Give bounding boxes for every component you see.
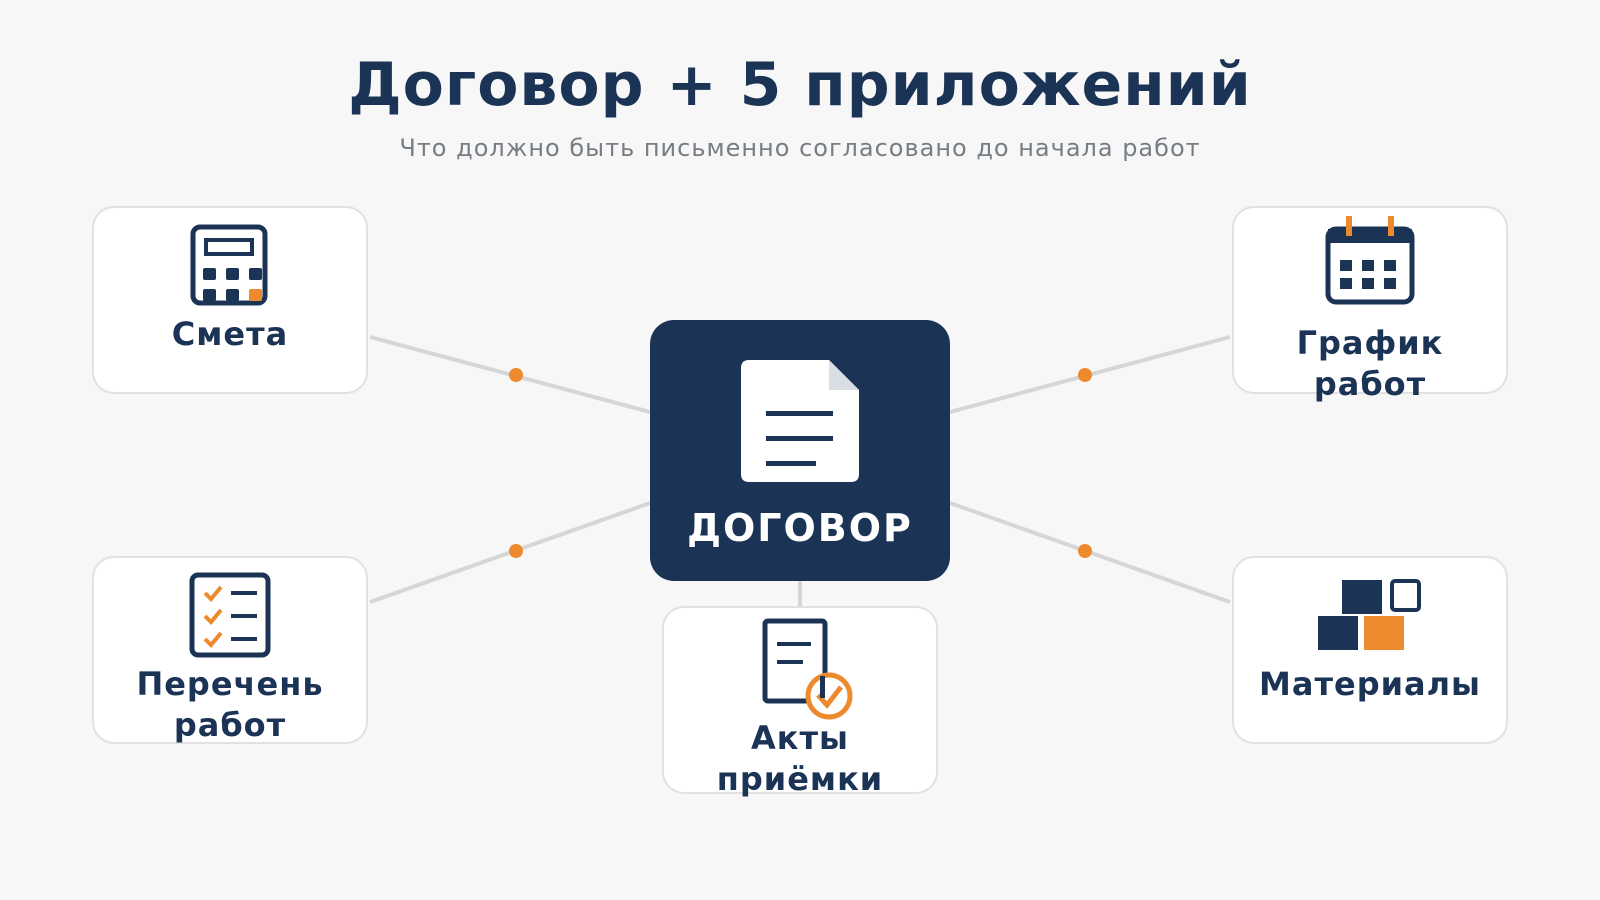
card-label: Акты приёмки — [716, 719, 884, 798]
checklist-icon — [189, 572, 271, 658]
card-materialy: Материалы — [1232, 556, 1508, 744]
card-label: Смета — [171, 315, 289, 353]
page-title: Договор + 5 приложений — [348, 50, 1252, 120]
page-subtitle: Что должно быть письменно согласовано до… — [399, 134, 1201, 162]
card-smeta: Смета — [92, 206, 368, 394]
card-label: График работ — [1296, 324, 1444, 403]
contract-label: ДОГОВОР — [687, 506, 913, 550]
card-grafik: График работ — [1232, 206, 1508, 403]
card-label: Материалы — [1259, 665, 1481, 703]
connector-dot — [509, 544, 523, 558]
connector-dot — [1078, 544, 1092, 558]
connector-dot — [509, 368, 523, 382]
calendar-icon — [1325, 216, 1415, 305]
document-icon — [741, 360, 859, 482]
connector-dot — [1078, 368, 1092, 382]
blocks-icon — [1318, 579, 1421, 650]
calculator-icon — [190, 224, 268, 306]
contract-center-node: ДОГОВОР — [650, 320, 950, 581]
card-akty: Акты приёмки — [662, 606, 938, 798]
document-check-icon — [762, 618, 853, 720]
card-perechen: Перечень работ — [92, 556, 368, 744]
card-label: Перечень работ — [136, 665, 324, 744]
